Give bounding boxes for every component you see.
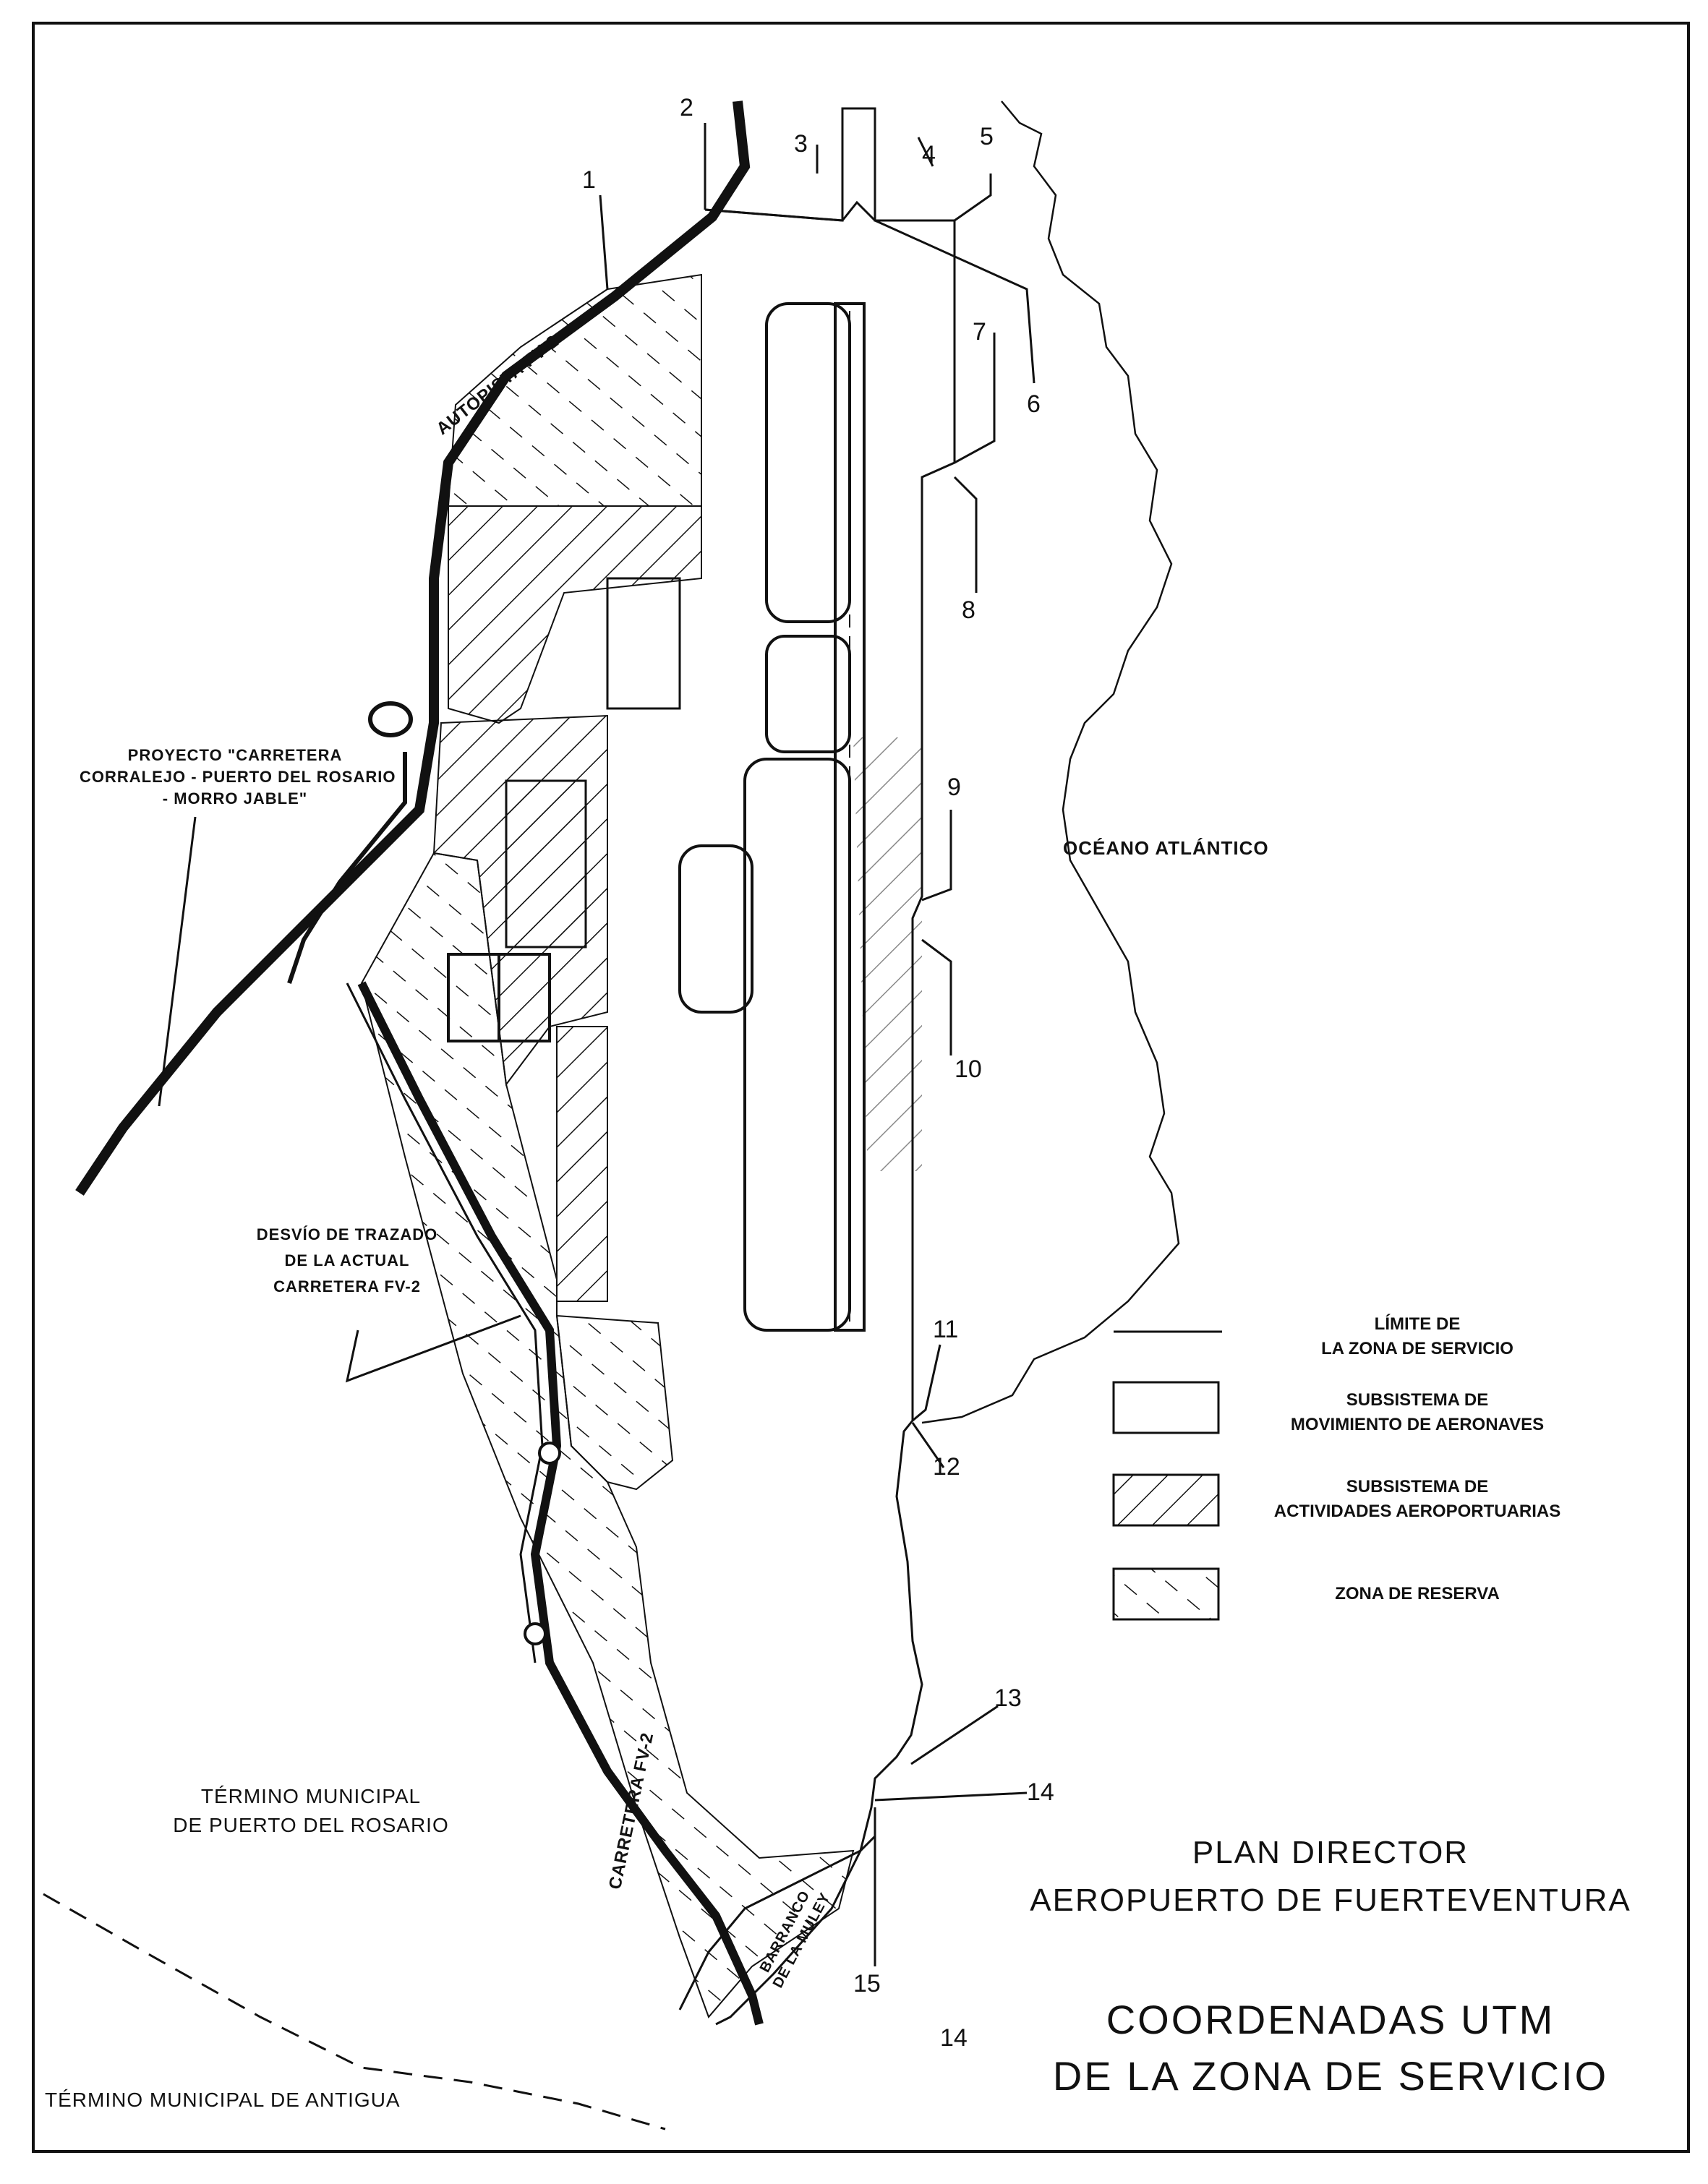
label-proyecto: PROYECTO "CARRETERA CORRALEJO - PUERTO D… <box>80 746 396 808</box>
point-label-6: 6 <box>1027 390 1041 418</box>
airport-activities-zone <box>448 505 702 724</box>
reserve-zone-southeast <box>555 1314 674 1491</box>
autopista-fv2 <box>75 100 751 1196</box>
title-line-4: DE LA ZONA DE SERVICIO <box>1052 2053 1609 2099</box>
taxiway-north <box>765 302 851 623</box>
reserve-zone-south <box>360 852 855 2018</box>
legend-symbol-reserve <box>1112 1567 1220 1621</box>
apron-loop <box>678 844 753 1014</box>
airport-boundary <box>704 200 955 222</box>
point-label-14: 14 <box>1027 1778 1054 1806</box>
legend-item-reserve: ZONA DE RESERVA <box>1335 1584 1500 1603</box>
title-line-3: COORDENADAS UTM <box>1106 1997 1555 2042</box>
roundabout-south <box>524 1622 547 1645</box>
terminal-building <box>606 577 681 710</box>
point-label-15: 15 <box>853 1970 881 1997</box>
title-line-2: AEROPUERTO DE FUERTEVENTURA <box>1030 1883 1631 1918</box>
label-oceano: OCÉANO ATLÁNTICO <box>1063 837 1269 859</box>
municipal-boundary <box>43 1893 666 2131</box>
point-label-13: 13 <box>994 1684 1022 1712</box>
title-coordenadas: COORDENADAS UTM DE LA ZONA DE SERVICIO <box>983 1992 1678 2104</box>
point-label-9: 9 <box>947 774 961 801</box>
label-desvio: DESVÍO DE TRAZADO DE LA ACTUAL CARRETERA… <box>256 1225 438 1296</box>
airport-activities-zone-3 <box>556 1026 608 1302</box>
title-line-1: PLAN DIRECTOR <box>1192 1835 1469 1870</box>
airport-activities-zone-4 <box>853 737 922 1171</box>
point-label-2: 2 <box>680 94 693 121</box>
coastline <box>921 100 1180 1424</box>
apron-blocks <box>505 779 587 948</box>
legend-item-activities: SUBSISTEMA DE ACTIVIDADES AEROPORTUARIAS <box>1273 1477 1561 1521</box>
point-label-8: 8 <box>962 596 975 624</box>
taxiway-mid <box>765 635 851 753</box>
legend-symbol-activities <box>1112 1473 1220 1527</box>
point-label-14b: 14 <box>940 2024 968 2052</box>
title-plan-director: PLAN DIRECTOR AEROPUERTO DE FUERTEVENTUR… <box>983 1829 1678 1924</box>
point-label-7: 7 <box>973 318 986 346</box>
point-label-11: 11 <box>933 1316 959 1343</box>
point-label-10: 10 <box>955 1055 982 1083</box>
interchange-loop <box>368 701 413 737</box>
point-label-12: 12 <box>933 1453 960 1481</box>
runway <box>834 302 866 1332</box>
point-label-5: 5 <box>980 123 994 150</box>
parking-block-2 <box>498 953 551 1042</box>
carretera-fv2 <box>357 981 764 2026</box>
point-label-3: 3 <box>794 130 808 158</box>
legend-item-limit: LÍMITE DE LA ZONA DE SERVICIO <box>1321 1314 1513 1358</box>
legend-item-movement: SUBSISTEMA DE MOVIMIENTO DE AERONAVES <box>1290 1390 1545 1434</box>
roundabout-north <box>538 1442 561 1465</box>
proyecto-carretera <box>287 752 407 984</box>
point-leaders <box>158 123 1036 1966</box>
map-frame <box>32 22 1690 2153</box>
legend-symbol-movement <box>1112 1381 1220 1434</box>
label-termino-antigua: TÉRMINO MUNICIPAL DE ANTIGUA <box>45 2089 401 2111</box>
label-termino-puerto: TÉRMINO MUNICIPAL DE PUERTO DEL ROSARIO <box>173 1785 449 1836</box>
point-label-1: 1 <box>582 166 596 194</box>
barranco-de-la-muley <box>678 1835 876 2010</box>
point-label-4: 4 <box>922 141 936 168</box>
taxiway-south <box>743 758 851 1332</box>
